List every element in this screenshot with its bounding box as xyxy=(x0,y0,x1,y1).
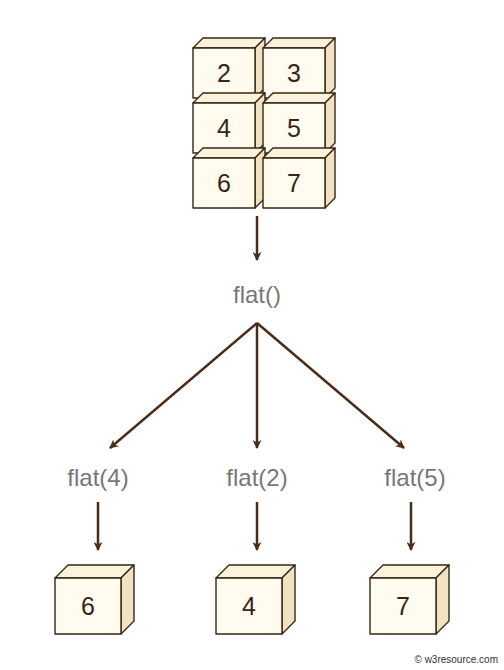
number-cube: 6 xyxy=(55,565,134,634)
function-call: flat() xyxy=(233,281,281,309)
cube-face xyxy=(193,158,255,208)
cube-number: 7 xyxy=(370,578,436,634)
cube-number: 6 xyxy=(55,578,121,634)
cube-face xyxy=(325,93,335,153)
number-cube: 6 xyxy=(193,148,265,208)
cube-number: 7 xyxy=(263,158,325,208)
cube-face xyxy=(216,578,282,634)
number-cube: 3 xyxy=(263,38,335,98)
cube-face xyxy=(193,93,265,103)
cube-number: 6 xyxy=(193,158,255,208)
cube-face xyxy=(436,565,449,634)
cube-face xyxy=(193,103,255,153)
watermark: © w3resource.com xyxy=(414,654,498,665)
number-cube: 4 xyxy=(193,93,265,153)
cube-face xyxy=(263,148,335,158)
function-call: flat(5) xyxy=(384,464,445,492)
number-cube: 7 xyxy=(370,565,449,634)
function-call: flat(4) xyxy=(67,464,128,492)
cube-face xyxy=(282,565,295,634)
cube-face xyxy=(193,48,255,98)
cube-face xyxy=(263,158,325,208)
cube-face xyxy=(55,578,121,634)
cube-number: 5 xyxy=(263,103,325,153)
cube-face xyxy=(193,148,265,158)
function-call: flat(2) xyxy=(226,464,287,492)
cube-number: 4 xyxy=(193,103,255,153)
cube-face xyxy=(193,38,265,48)
cube-number: 3 xyxy=(263,48,325,98)
cube-face xyxy=(263,38,335,48)
cube-face xyxy=(263,103,325,153)
cube-face xyxy=(325,38,335,98)
number-cube: 4 xyxy=(216,565,295,634)
number-cube: 7 xyxy=(263,148,335,208)
cube-face xyxy=(263,93,335,103)
cube-number: 2 xyxy=(193,48,255,98)
cube-face xyxy=(121,565,134,634)
cube-face xyxy=(370,578,436,634)
number-cube: 5 xyxy=(263,93,335,153)
cube-number: 4 xyxy=(216,578,282,634)
cube-face xyxy=(263,48,325,98)
cube-face xyxy=(325,148,335,208)
number-cube: 2 xyxy=(193,38,265,98)
